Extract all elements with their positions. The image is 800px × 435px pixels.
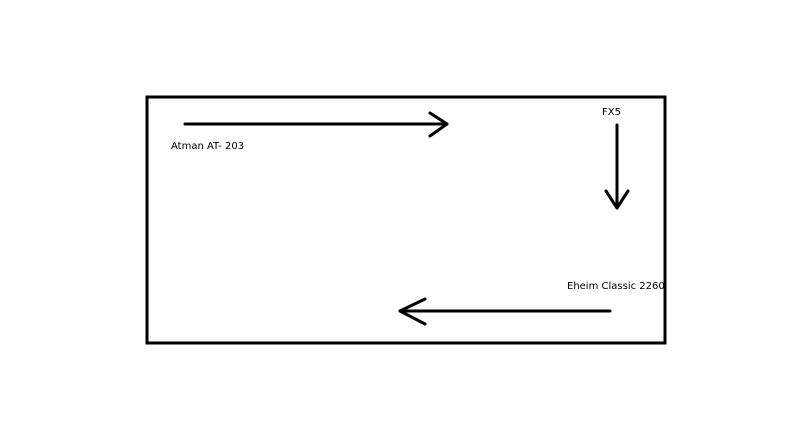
arrow-left bbox=[398, 297, 612, 326]
label-fx5: FX5 bbox=[602, 107, 621, 118]
tank-outline bbox=[145, 95, 667, 345]
label-atman: Atman AT- 203 bbox=[171, 141, 244, 152]
arrow-down bbox=[604, 123, 630, 210]
arrow-right bbox=[183, 111, 449, 138]
label-eheim: Eheim Classic 2260 bbox=[567, 281, 665, 292]
